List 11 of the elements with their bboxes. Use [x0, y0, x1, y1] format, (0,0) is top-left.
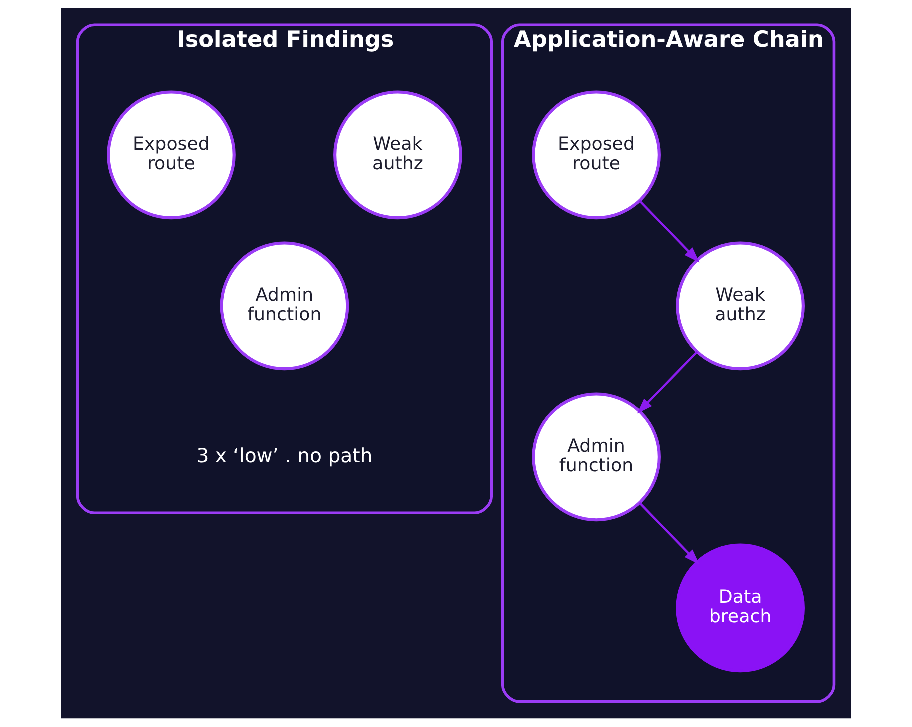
arrow	[638, 200, 700, 263]
node-circle: Weak authz	[676, 242, 805, 371]
node-circle: Exposed route	[107, 90, 236, 220]
node-circle: Admin function	[532, 392, 661, 522]
node-circle: Weak authz	[334, 90, 462, 220]
arrow	[637, 351, 698, 414]
node-circle: Exposed route	[532, 90, 661, 220]
label: 3 x ‘low’ . no path	[196, 444, 373, 468]
node-circle: Data breach	[676, 544, 805, 673]
node-circle: Admin function	[220, 242, 350, 371]
arrow	[638, 502, 700, 565]
